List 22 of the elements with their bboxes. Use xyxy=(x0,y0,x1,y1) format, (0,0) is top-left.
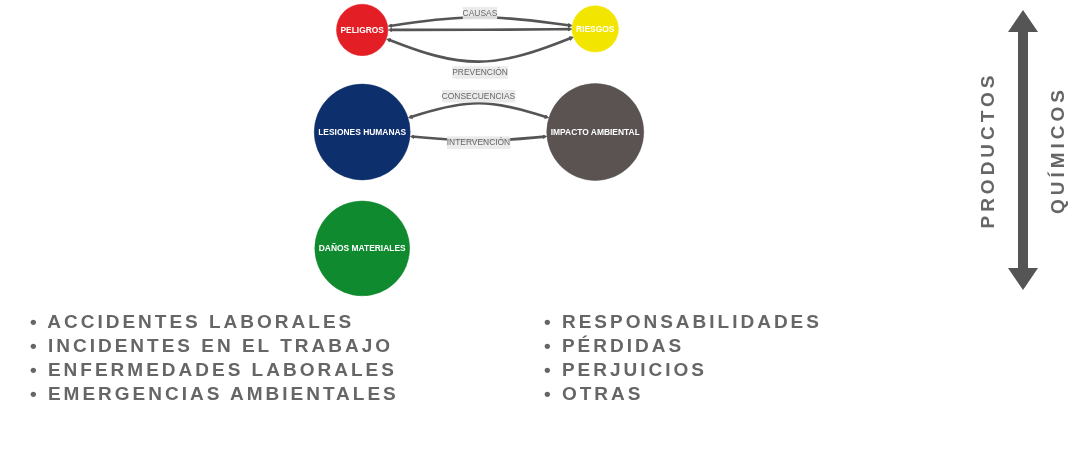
edge-label: INTERVENCIÓN xyxy=(446,137,511,147)
arrow xyxy=(387,26,573,33)
list-item: • PÉRDIDAS xyxy=(544,334,686,358)
node-circle: RIESGOS xyxy=(571,5,619,53)
list-item: • PERJUICIOS xyxy=(544,358,709,382)
list-item: • ENFERMEDADES LABORALES xyxy=(30,358,398,382)
list-item: • INCIDENTES EN EL TRABAJO xyxy=(30,334,394,358)
node-circle: IMPACTO AMBIENTAL xyxy=(546,83,644,181)
list-item: • OTRAS xyxy=(544,382,645,406)
list-item: • EMERGENCIAS AMBIENTALES xyxy=(30,382,400,406)
edge-label: CAUSAS xyxy=(462,8,498,18)
arrow xyxy=(408,101,550,119)
list-item: • RESPONSABILIDADES xyxy=(544,310,823,334)
node-circle: LESIONES HUMANAS xyxy=(314,83,411,181)
list-item: • ACCIDENTES LABORALES xyxy=(30,310,356,334)
edge-label: CONSECUENCIAS xyxy=(441,91,516,101)
vertical-label: QUÍMICOS xyxy=(1047,85,1069,215)
vertical-label: PRODUCTOS xyxy=(977,71,999,229)
edge-label: PREVENCIÓN xyxy=(452,67,508,77)
node-circle: DAÑOS MATERIALES xyxy=(314,200,410,297)
node-circle: PELIGROS xyxy=(336,3,389,56)
arrow xyxy=(386,36,574,63)
